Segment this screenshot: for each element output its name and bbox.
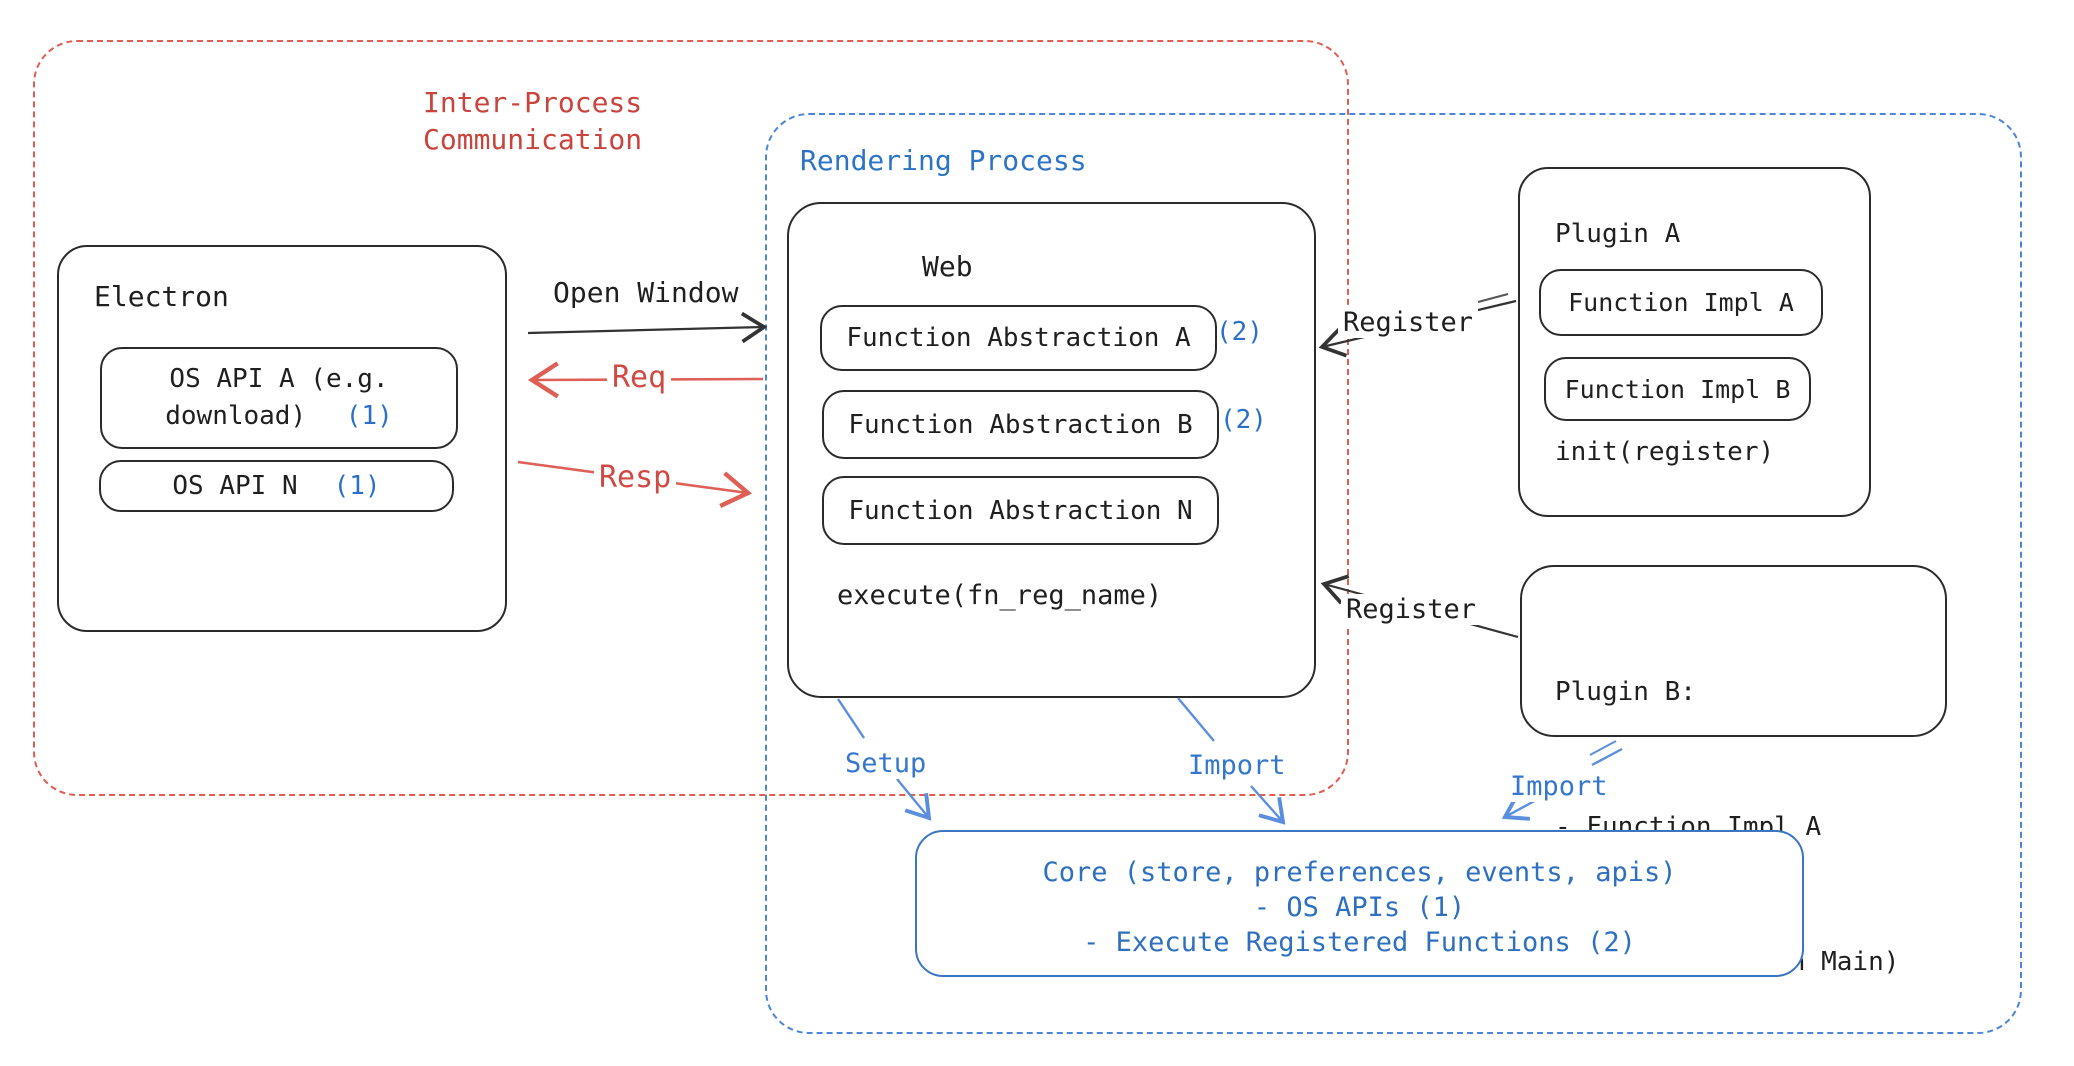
ipc-region <box>33 40 1349 796</box>
function-impl-a-box: Function Impl A <box>1539 269 1823 336</box>
rendering-process-region <box>765 113 2022 1034</box>
os-api-n-badge: (1) <box>333 471 381 501</box>
register-bottom-label: Register <box>1341 594 1482 625</box>
function-abstraction-a-box: Function Abstraction A <box>820 305 1217 371</box>
web-footer: execute(fn_reg_name) <box>837 580 1163 611</box>
plugin-a-title: Plugin A <box>1555 219 1681 249</box>
function-abstraction-n-label: Function Abstraction N <box>848 495 1193 526</box>
os-api-a-line2-text: download) <box>165 401 307 431</box>
open-window-label: Open Window <box>553 276 739 309</box>
electron-box: Electron OS API A (e.g. download) (1) OS… <box>57 245 507 632</box>
function-impl-b-box: Function Impl B <box>1544 357 1811 421</box>
plugin-b-line1: Plugin B: <box>1555 677 1696 707</box>
os-api-n-box: OS API N (1) <box>99 460 454 512</box>
os-api-a-line2: download) (1) <box>165 398 393 435</box>
core-line2: - OS APIs (1) <box>1253 892 1466 923</box>
rendering-region-label: Rendering Process <box>800 144 1087 177</box>
plugin-a-footer: init(register) <box>1555 437 1775 467</box>
resp-label: Resp <box>594 460 677 495</box>
function-abstraction-b-box: Function Abstraction B <box>822 390 1219 459</box>
function-abstraction-a-label: Function Abstraction A <box>846 323 1191 353</box>
import-mid-label: Import <box>1183 750 1291 781</box>
register-top-label: Register <box>1338 307 1479 338</box>
plugin-b-lines: Plugin B: - Function Impl A - Module (ru… <box>1555 580 1899 1066</box>
function-abstraction-n-box: Function Abstraction N <box>822 476 1219 545</box>
core-box: Core (store, preferences, events, apis) … <box>915 830 1804 977</box>
plugin-a-box: Plugin A Function Impl A Function Impl B… <box>1518 167 1871 517</box>
os-api-a-line1: OS API A (e.g. <box>169 364 389 394</box>
web-title: Web <box>922 250 973 283</box>
os-api-a-badge: (1) <box>345 401 393 431</box>
core-line1: Core (store, preferences, events, apis) <box>1042 857 1677 888</box>
electron-title: Electron <box>94 280 229 313</box>
core-line3: - Execute Registered Functions (2) <box>1083 927 1636 958</box>
ipc-label-line2: Communication <box>423 123 643 156</box>
setup-label: Setup <box>840 748 932 779</box>
web-box: Web Function Abstraction A Function Abst… <box>787 202 1316 698</box>
function-impl-a-label: Function Impl A <box>1568 288 1794 317</box>
os-api-a-box: OS API A (e.g. download) (1) <box>100 347 458 449</box>
ipc-region-label: Inter-Process Communication <box>423 84 642 158</box>
function-abstraction-a-badge: (2) <box>1216 317 1263 347</box>
ipc-label-line1: Inter-Process <box>423 86 643 119</box>
os-api-n-label: OS API N <box>172 471 298 501</box>
function-impl-b-label: Function Impl B <box>1564 374 1791 404</box>
function-abstraction-b-badge: (2) <box>1220 405 1267 435</box>
plugin-b-box: Plugin B: - Function Impl A - Module (ru… <box>1520 565 1947 977</box>
req-label: Req <box>607 360 672 395</box>
import-right-label: Import <box>1505 771 1613 802</box>
function-abstraction-b-label: Function Abstraction B <box>848 409 1193 440</box>
